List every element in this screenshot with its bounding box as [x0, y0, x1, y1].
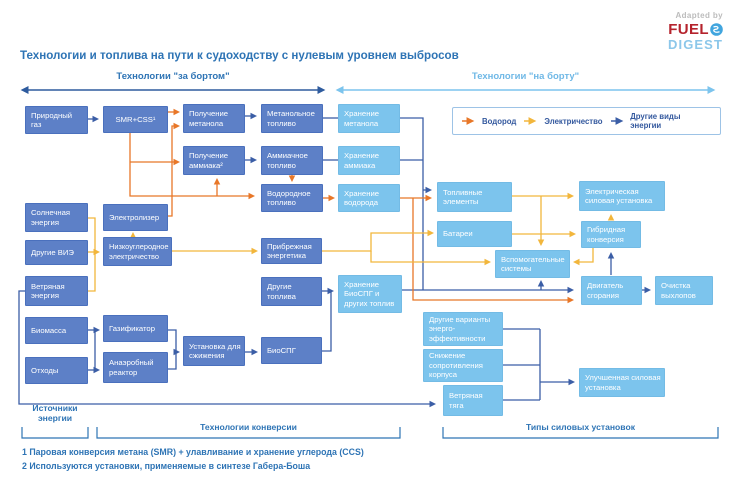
other-energy-arrow-icon	[610, 117, 623, 125]
electricity-arrow-icon	[524, 117, 537, 125]
node-auxiliary-systems: Вспомогательные системы	[495, 250, 570, 278]
section-header-offboard: Технологии "за бортом"	[116, 71, 230, 82]
bracket-powertrain-types-label: Типы силовых установок	[525, 422, 636, 432]
node-wind-energy: Ветряная энергия	[25, 276, 88, 306]
node-electric-powertrain: Электрическая силовая установка	[579, 181, 665, 211]
node-solar-energy: Солнечная энергия	[25, 203, 88, 232]
legend-other-energy-label: Другие виды энергии	[630, 112, 681, 130]
node-biomass: Биомасса	[25, 317, 88, 344]
footnote-1: 1 Паровая конверсия метана (SMR) + улавл…	[22, 447, 364, 457]
page-title: Технологии и топлива на пути к судоходст…	[20, 49, 459, 62]
node-natural-gas: Природный газ	[25, 106, 88, 134]
node-biolng: БиоСПГ	[261, 337, 322, 364]
node-other-efficiency-options: Другие варианты энерго-эффективности	[423, 312, 503, 346]
node-hybrid-conversion: Гибридная конверсия	[581, 221, 641, 248]
node-coastal-energy: Прибрежная энергетика	[261, 238, 322, 264]
node-biolng-storage: Хранение БиоСПГ и других топлив	[338, 275, 402, 313]
node-fuel-cells: Топливные элементы	[437, 182, 512, 212]
footnote-2: 2 Используются установки, применяемые в …	[22, 461, 311, 471]
node-anaerobic-reactor: Анаэробный реактор	[103, 352, 168, 383]
bracket-conversion-label: Технологии конверсии	[200, 422, 297, 432]
node-hull-resistance-reduction: Снижение сопротивления корпуса	[423, 349, 503, 382]
node-low-carbon-electricity: Низкоуглеродное электричество	[103, 237, 172, 266]
node-other-fuels: Другие топлива	[261, 277, 322, 306]
node-hydrogen-fuel: Водородное топливо	[261, 184, 323, 212]
legend: Водород Электричество Другие виды энерги…	[452, 107, 721, 135]
node-exhaust-cleaning: Очистка выхлопов	[655, 276, 713, 305]
logo-fuel-text: FUEL	[668, 21, 709, 38]
node-electrolyzer: Электролизер	[103, 204, 168, 231]
node-liquefaction-plant: Установка для сжижения	[183, 336, 245, 366]
node-hydrogen-storage: Хранение водорода	[338, 184, 400, 212]
node-waste: Отходы	[25, 357, 88, 384]
node-improved-powertrain: Улучшенная силовая установка	[579, 368, 665, 397]
node-wind-propulsion: Ветряная тяга	[443, 385, 503, 416]
node-gasifier: Газификатор	[103, 315, 168, 342]
bracket-energy-sources-label: Источники энергии	[32, 403, 78, 423]
node-ammonia-fuel: Аммиачное топливо	[261, 146, 323, 175]
legend-hydrogen-label: Водород	[482, 116, 517, 126]
logo-swoosh-icon	[710, 23, 723, 36]
hydrogen-arrow-icon	[462, 117, 475, 125]
node-ammonia-storage: Хранение аммиака	[338, 146, 400, 175]
node-smr-ccs: SMR+CSS¹	[103, 106, 168, 133]
node-methanol-fuel: Метанольное топливо	[261, 104, 323, 133]
node-methanol-storage: Хранение метанола	[338, 104, 400, 133]
node-batteries: Батареи	[437, 221, 512, 247]
node-methanol-production: Получение метанола	[183, 104, 245, 133]
logo-digest-text: DIGEST	[668, 37, 723, 52]
legend-electricity-label: Электричество	[544, 116, 603, 126]
node-other-renewables: Другие ВИЭ	[25, 240, 88, 265]
section-header-onboard: Технологии "на борту"	[471, 71, 580, 82]
fuels-digest-logo: Adapted by FUEL DIGEST	[668, 12, 723, 51]
node-ammonia-production: Получение аммиака²	[183, 146, 245, 175]
adapted-by-label: Adapted by	[675, 11, 723, 20]
node-combustion-engine: Двигатель сгорания	[581, 276, 642, 305]
